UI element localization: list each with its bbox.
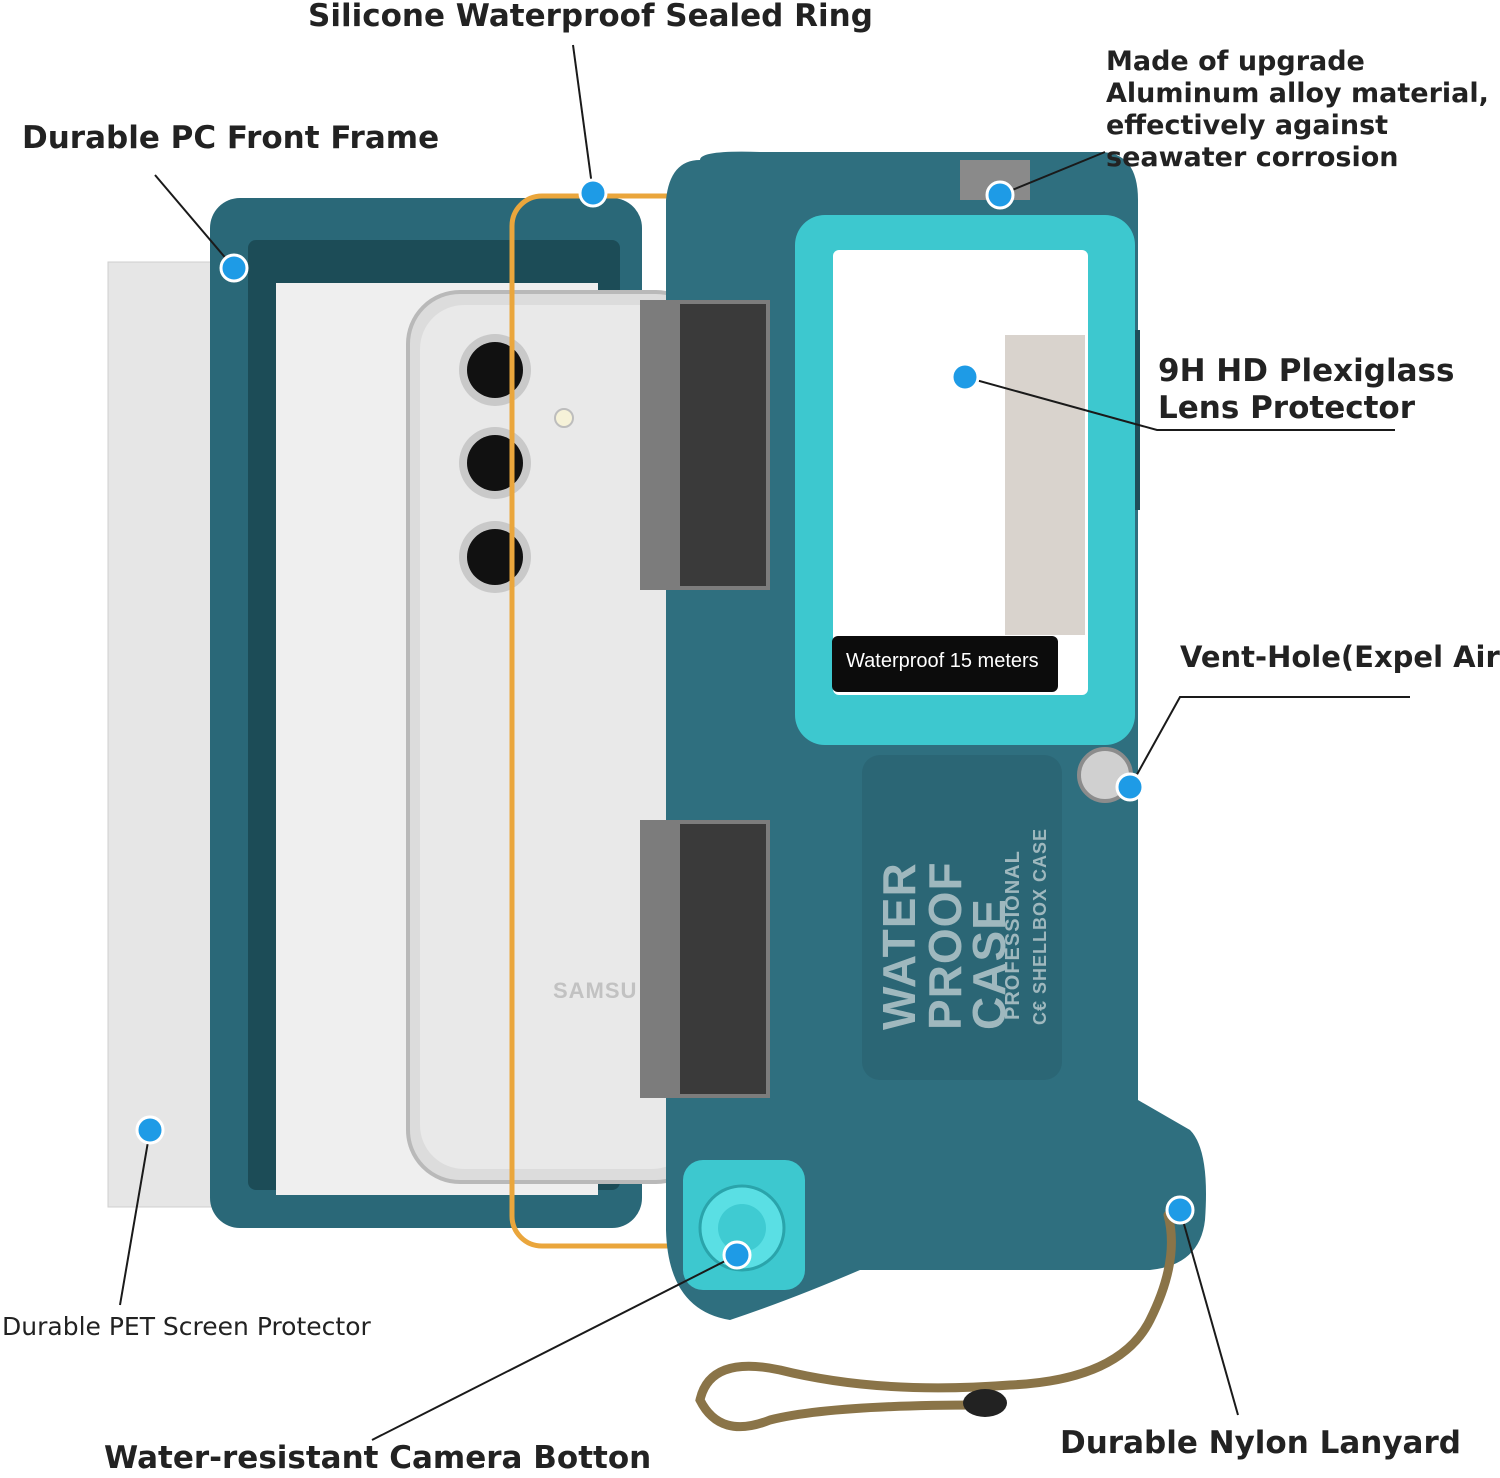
label-sealed-ring: Silicone Waterproof Sealed Ring xyxy=(308,0,873,34)
leader-lines xyxy=(119,44,1410,1441)
hinges xyxy=(640,300,770,1098)
callout-dot-aluminum xyxy=(985,180,1015,210)
lanyard xyxy=(695,1210,1176,1432)
callout-dot-screen-protector xyxy=(135,1115,165,1145)
label-aluminum-line-3: effectively against xyxy=(1106,109,1389,141)
callout-dot-front-frame xyxy=(219,253,249,283)
callout-dot-vent xyxy=(1115,772,1145,802)
label-vent-hole: Vent-Hole(Expel Air) xyxy=(1180,640,1500,674)
phone-brand: SAMSU xyxy=(553,978,638,1003)
label-aluminum-line-2: Aluminum alloy material, xyxy=(1106,77,1489,109)
label-aluminum-line-4: seawater corrosion xyxy=(1106,141,1399,173)
label-lens-line-1: 9H HD Plexiglass xyxy=(1158,353,1455,389)
label-camera-button: Water-resistant Camera Botton xyxy=(104,1440,652,1476)
label-front-frame: Durable PC Front Frame xyxy=(22,120,440,156)
callout-dot-sealed-ring xyxy=(578,178,608,208)
callout-dots xyxy=(135,178,1195,1270)
label-lens-protector: 9H HD Plexiglass Lens Protector xyxy=(1158,353,1454,426)
callout-dot-lens xyxy=(950,362,980,392)
label-aluminum: Made of upgrade Aluminum alloy material,… xyxy=(1106,46,1489,173)
label-aluminum-line-1: Made of upgrade xyxy=(1106,46,1365,77)
camera-button xyxy=(683,1160,805,1290)
logo-professional: PROFESSIONAL xyxy=(1002,850,1024,1020)
callout-dot-lanyard xyxy=(1165,1195,1195,1225)
label-lanyard: Durable Nylon Lanyard xyxy=(1060,1425,1461,1461)
brand-shellbox: C€ SHELLBOX CASE xyxy=(1030,827,1050,1025)
waterproof-badge: Waterproof 15 meters xyxy=(846,650,1039,672)
label-screen-protector: Durable PET Screen Protector xyxy=(2,1312,371,1341)
label-lens-line-2: Lens Protector xyxy=(1158,389,1416,426)
callout-dot-camera xyxy=(722,1240,752,1270)
back-case xyxy=(666,151,1206,1321)
